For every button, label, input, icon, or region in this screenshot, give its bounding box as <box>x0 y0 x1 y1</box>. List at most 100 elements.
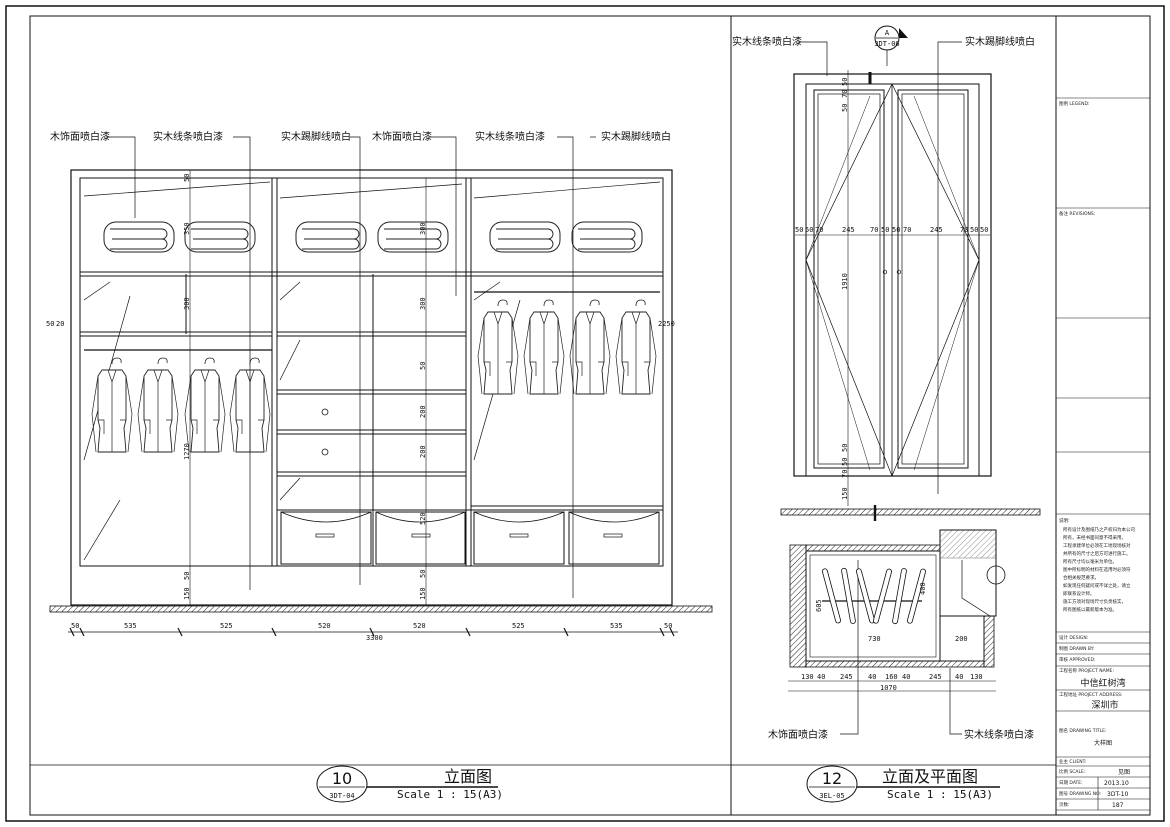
door-dim-4: 70 <box>870 226 878 234</box>
vdim-8: 150 <box>183 587 191 600</box>
scale-label: 比例 SCALE: <box>1059 768 1085 775</box>
note-line: 即联系设计师。 <box>1063 590 1095 597</box>
note-line: 所有尺寸均以毫米为单位。 <box>1063 558 1117 565</box>
plan-inner-1: 200 <box>955 635 968 643</box>
left-view-title-text: 立面图 <box>444 767 492 786</box>
vdim-6: 1270 <box>183 443 191 460</box>
notes-heading: 说明: <box>1059 517 1070 524</box>
door-dim-2: 70 <box>815 226 823 234</box>
legend-label: 图例 LEGEND: <box>1059 100 1089 107</box>
date-value: 2013.10 <box>1104 780 1129 787</box>
drawing-no-value: 3DT-10 <box>1107 791 1129 798</box>
left-vertical-dims: 50 350 300 300 300 50 1270 50 150 200 20… <box>46 174 675 600</box>
door-hdim-2: 50 <box>841 104 849 112</box>
door-floor-hatch <box>780 508 1041 516</box>
note-line: 如发现任何疑问或不详之处，请立 <box>1063 582 1131 589</box>
hdim-5: 525 <box>512 622 525 630</box>
door-dim-7: 70 <box>903 226 911 234</box>
hdim-3: 520 <box>318 622 331 630</box>
plan-total: 1070 <box>880 684 897 692</box>
vdim-0: 50 <box>183 174 191 182</box>
notes-list: 所有设计及图纸乃之产权归为本公司 所有，未经书面同意不得采用。 工程承建单位必须… <box>1063 526 1135 613</box>
project-label: 工程名称 PROJECT NAME: <box>1059 667 1114 674</box>
plan-dim-2: 245 <box>840 673 853 681</box>
right-view-title-text: 立面及平面图 <box>882 767 978 786</box>
date-label: 日期 DATE: <box>1059 780 1083 786</box>
plan-inner-3: 605 <box>815 599 823 612</box>
door-hdim-6: 50 <box>841 444 849 452</box>
drawing-no-label: 图号 DRAWING NO: <box>1059 791 1101 797</box>
sheet-border <box>5 5 1165 822</box>
note-line: 工程承建单位必须在工地现场核对 <box>1063 542 1131 549</box>
floor-hatch <box>49 605 713 613</box>
plan-dim-8: 130 <box>970 673 983 681</box>
revisions-label: 备注 REVISIONS: <box>1059 210 1095 217</box>
left-view-ref: 3DT-04 <box>329 792 354 800</box>
plan-dims: 130 40 245 40 160 40 245 40 130 1070 730… <box>801 582 983 692</box>
hdim-1: 535 <box>124 622 137 630</box>
vdim-5: 50 <box>419 362 427 370</box>
door-hdim-0: 70 <box>841 90 849 98</box>
door-height-dims: 70 50 50 1910 50 70 50 150 <box>841 78 849 500</box>
note-line: 图中所标明的材料在选用时必须符 <box>1063 566 1131 573</box>
label-wood-veneer-bottom: 木饰面喷白漆 <box>768 728 828 741</box>
note-line: 合相关规范要求。 <box>1063 574 1099 581</box>
side-dim-2: 2250 <box>658 320 675 328</box>
title-block: 图例 LEGEND: 备注 REVISIONS: 说明: 所有设计及图纸乃之产权… <box>1055 15 1151 816</box>
door-dim-8: 245 <box>930 226 943 234</box>
project-address: 深圳市 <box>1091 699 1118 711</box>
drawing-title-label: 图名 DRAWING TITLE: <box>1059 727 1106 734</box>
door-dim-11: 50 <box>980 226 988 234</box>
hdim-0: 50 <box>71 622 79 630</box>
plan-dim-4: 160 <box>885 673 898 681</box>
section-marker-ref: 3DT-06 <box>874 40 899 48</box>
hdim-2: 525 <box>220 622 233 630</box>
label-solid-trim-bottom: 实木线条喷白漆 <box>964 728 1034 741</box>
door-hdim-7: 150 <box>841 487 849 500</box>
hdim-4: 520 <box>413 622 426 630</box>
plan-dim-6: 245 <box>929 673 942 681</box>
right-leaders <box>799 41 962 735</box>
hdim-6: 535 <box>610 622 623 630</box>
scale-value: 见图 <box>1118 769 1130 776</box>
right-view-number: 12 <box>822 769 842 788</box>
left-bottom-dims: 50 535 525 520 520 525 535 50 3300 <box>71 622 672 642</box>
wardrobe-elevation <box>49 169 713 637</box>
right-view-ref: 3EL-05 <box>819 792 844 800</box>
right-view-title: 12 3EL-05 立面及平面图 Scale 1 : 15(A3) <box>731 764 1056 803</box>
plan-dim-3: 40 <box>868 673 876 681</box>
plan-dim-1: 40 <box>817 673 825 681</box>
label-skirting-top: 实木踢脚线喷白 <box>965 35 1035 48</box>
door-dim-9: 70 <box>960 226 968 234</box>
vdim-10: 200 <box>419 445 427 458</box>
note-line: 施工方须对现场尺寸负责核实， <box>1063 598 1126 605</box>
label-skirting-2: 实木踢脚线喷白 <box>601 130 671 143</box>
plan-view <box>788 529 1006 692</box>
page-value: 187 <box>1112 802 1124 809</box>
door-dim-5: 50 <box>881 226 889 234</box>
note-line: 并所有的尺寸之后方可进行施工。 <box>1063 550 1131 557</box>
vdim-4: 300 <box>419 297 427 310</box>
left-view-title: 10 3DT-04 立面图 Scale 1 : 15(A3) <box>30 764 731 803</box>
plan-dim-7: 40 <box>955 673 963 681</box>
plan-inner-2: 400 <box>919 582 927 595</box>
door-hdim-3: 1910 <box>841 273 849 290</box>
side-dim-0: 50 <box>46 320 54 328</box>
address-label: 工程地址 PROJECT ADDRESS: <box>1059 691 1123 698</box>
right-view-scale: Scale 1 : 15(A3) <box>887 788 993 801</box>
door-dim-0: 50 <box>795 226 803 234</box>
plan-inner-0: 730 <box>868 635 881 643</box>
door-width-dims: 50 50 70 245 70 50 50 70 245 70 50 50 <box>795 226 988 234</box>
vdim-1: 350 <box>183 222 191 235</box>
door-dim-1: 50 <box>805 226 813 234</box>
left-view-number: 10 <box>332 769 352 788</box>
label-skirting-1: 实木踢脚线喷白 <box>281 130 351 143</box>
project-name: 中信红树湾 <box>1080 677 1125 689</box>
section-marker-letter: A <box>885 29 890 37</box>
door-elevation <box>780 70 1041 521</box>
label-solid-trim-2: 实木线条喷白漆 <box>475 130 545 143</box>
left-labels: 木饰面喷白漆 实木线条喷白漆 实木踢脚线喷白 木饰面喷白漆 实木线条喷白漆 实木… <box>50 130 671 143</box>
section-marker: A 3DT-06 <box>874 25 908 66</box>
door-hdim-1: 50 <box>841 78 849 86</box>
